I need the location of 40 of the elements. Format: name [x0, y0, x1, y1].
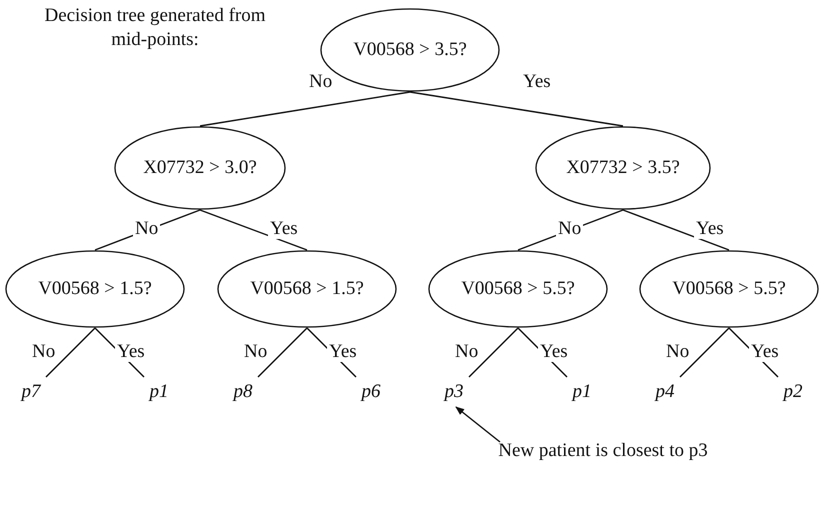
condition-text: X07732 > 3.0? — [142, 157, 258, 179]
leaf-label: p2 — [775, 377, 811, 407]
edge-label: Yes — [538, 342, 570, 362]
decision-ellipse — [5, 250, 185, 328]
branch-line — [200, 91, 410, 127]
edge-label: Yes — [327, 342, 359, 362]
decision-ellipse — [114, 126, 286, 210]
edge-label: Yes — [694, 219, 726, 239]
edge-label: Yes — [749, 342, 781, 362]
branch-line — [410, 91, 624, 127]
decision-ellipse — [217, 250, 397, 328]
edge-label: No — [133, 219, 160, 239]
branch-line — [46, 328, 96, 378]
leaf-label: p8 — [225, 377, 261, 407]
condition-text: V00568 > 5.5? — [671, 278, 787, 300]
branch-line — [258, 328, 308, 378]
leaf-label: p1 — [564, 377, 600, 407]
decision-ellipse — [639, 250, 819, 328]
edge-label: No — [556, 219, 584, 239]
leaf-label: p7 — [13, 377, 49, 407]
branch-line — [200, 209, 308, 251]
leaf-label: p3 — [436, 377, 472, 407]
leaf-label: p4 — [647, 377, 683, 407]
decision-ellipse — [428, 250, 608, 328]
leaf-label: p6 — [353, 377, 389, 407]
condition-text: V00568 > 1.5? — [249, 278, 365, 300]
title-text: Decision tree generated from mid-points: — [43, 4, 267, 52]
edge-label: Yes — [268, 219, 300, 239]
branch-line — [622, 209, 730, 251]
leaf-label: p1 — [141, 377, 177, 407]
arrow — [455, 406, 500, 443]
branch-line — [680, 328, 730, 378]
condition-text: X07732 > 3.5? — [565, 157, 681, 179]
annotation-text: New patient is closest to p3 — [478, 440, 728, 488]
condition-text: V00568 > 5.5? — [460, 278, 576, 300]
condition-text: V00568 > 3.5? — [352, 39, 468, 61]
condition-text: V00568 > 1.5? — [37, 278, 153, 300]
decision-ellipse — [535, 126, 711, 210]
edge-label: Yes — [115, 342, 147, 362]
branch-line — [468, 328, 518, 378]
